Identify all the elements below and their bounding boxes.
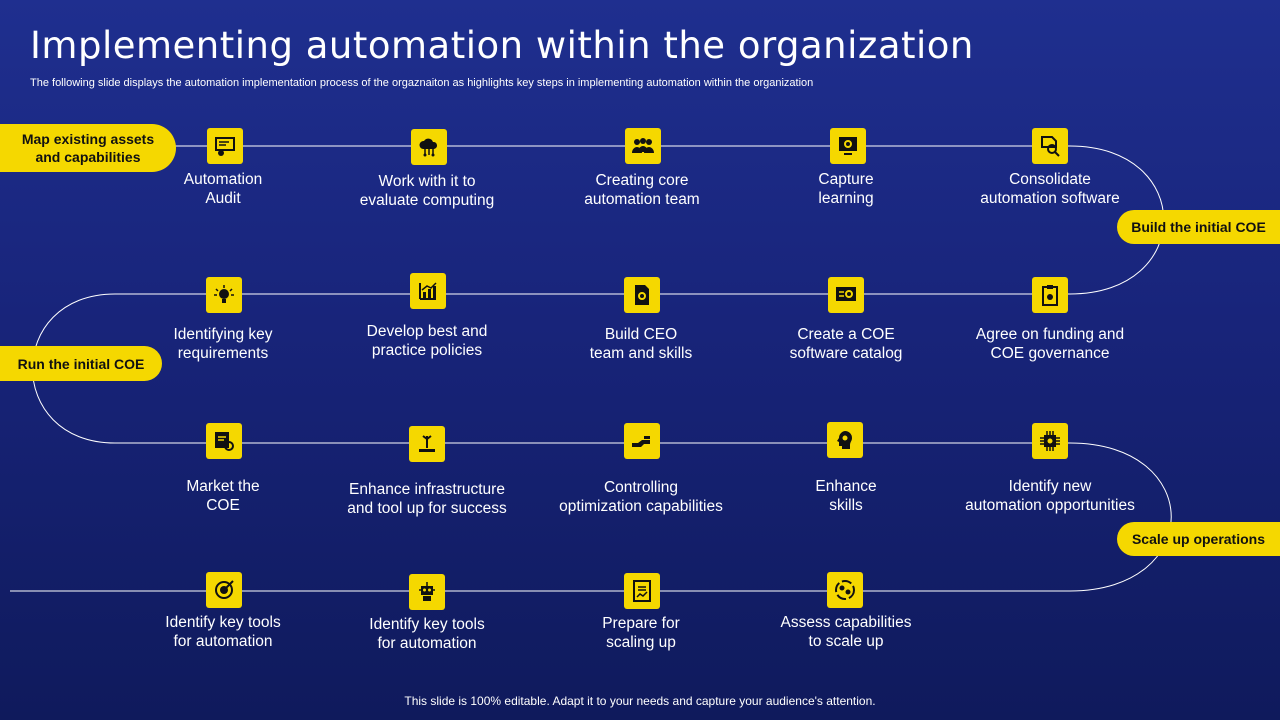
step-creating-core-team: Creating core automation team [584, 172, 700, 208]
phase-map-existing-assets: Map existing assets and capabilities [0, 124, 176, 172]
right-curve-2 [1069, 442, 1172, 592]
phase-label: Build the initial COE [1131, 219, 1266, 235]
step-market-the-coe: Market the COE [186, 478, 260, 514]
step-consolidate-software: Consolidate automation software [980, 171, 1120, 207]
team-icon [625, 128, 661, 164]
robot-icon [409, 574, 445, 610]
step-build-ceo-team: Build CEO team and skills [589, 326, 693, 362]
slide-title: Implementing automation within the organ… [30, 24, 974, 67]
phase-run-initial-coe: Run the initial COE [0, 346, 162, 381]
step-prepare-scaling: Prepare for scaling up [602, 615, 680, 651]
idea-bulb-icon [206, 277, 242, 313]
phase-scale-up-operations: Scale up operations [1117, 522, 1280, 556]
step-identifying-requirements: Identifying key requirements [173, 326, 273, 362]
step-enhance-infrastructure: Enhance infrastructure and tool up for s… [347, 481, 507, 517]
monitor-gear-icon [830, 128, 866, 164]
step-identify-opportunities: Identify new automation opportunities [965, 478, 1135, 514]
head-gear-icon [827, 422, 863, 458]
document-gear-icon [624, 277, 660, 313]
step-identify-key-tools-1: Identify key tools for automation [165, 614, 281, 650]
step-controlling-optimization: Controlling optimization capabilities [559, 479, 723, 515]
step-capture-learning: Capture learning [818, 171, 874, 207]
target-gear-icon [206, 572, 242, 608]
hand-control-icon [624, 423, 660, 459]
clipboard-gear-icon [1032, 277, 1068, 313]
slide-footer: This slide is 100% editable. Adapt it to… [404, 694, 876, 708]
tool-stand-icon [409, 426, 445, 462]
step-work-with-it: Work with it to evaluate computing [359, 173, 495, 209]
step-agree-on-funding: Agree on funding and COE governance [975, 326, 1125, 362]
step-enhance-skills: Enhance skills [815, 478, 877, 514]
cycle-gears-icon [827, 572, 863, 608]
document-chart-icon [624, 573, 660, 609]
step-create-coe-catalog: Create a COE software catalog [789, 326, 903, 362]
cloud-network-icon [411, 129, 447, 165]
phase-label: Run the initial COE [17, 355, 145, 372]
step-identify-key-tools-2: Identify key tools for automation [369, 616, 485, 652]
phase-label: Scale up operations [1131, 531, 1266, 547]
chip-icon [1032, 423, 1068, 459]
slide-subtitle: The following slide displays the automat… [30, 77, 814, 89]
step-assess-capabilities: Assess capabilities to scale up [780, 614, 912, 650]
step-develop-best-practice: Develop best and practice policies [366, 323, 488, 359]
step-automation-audit: Automation Audit [183, 171, 263, 207]
phase-build-initial-coe: Build the initial COE [1117, 210, 1280, 244]
phase-label: Map existing assets and capabilities [21, 131, 155, 165]
presentation-gear-icon [207, 128, 243, 164]
growth-chart-icon [410, 273, 446, 309]
document-search-icon [1032, 128, 1068, 164]
screen-settings-icon [828, 277, 864, 313]
marketing-gear-icon [206, 423, 242, 459]
